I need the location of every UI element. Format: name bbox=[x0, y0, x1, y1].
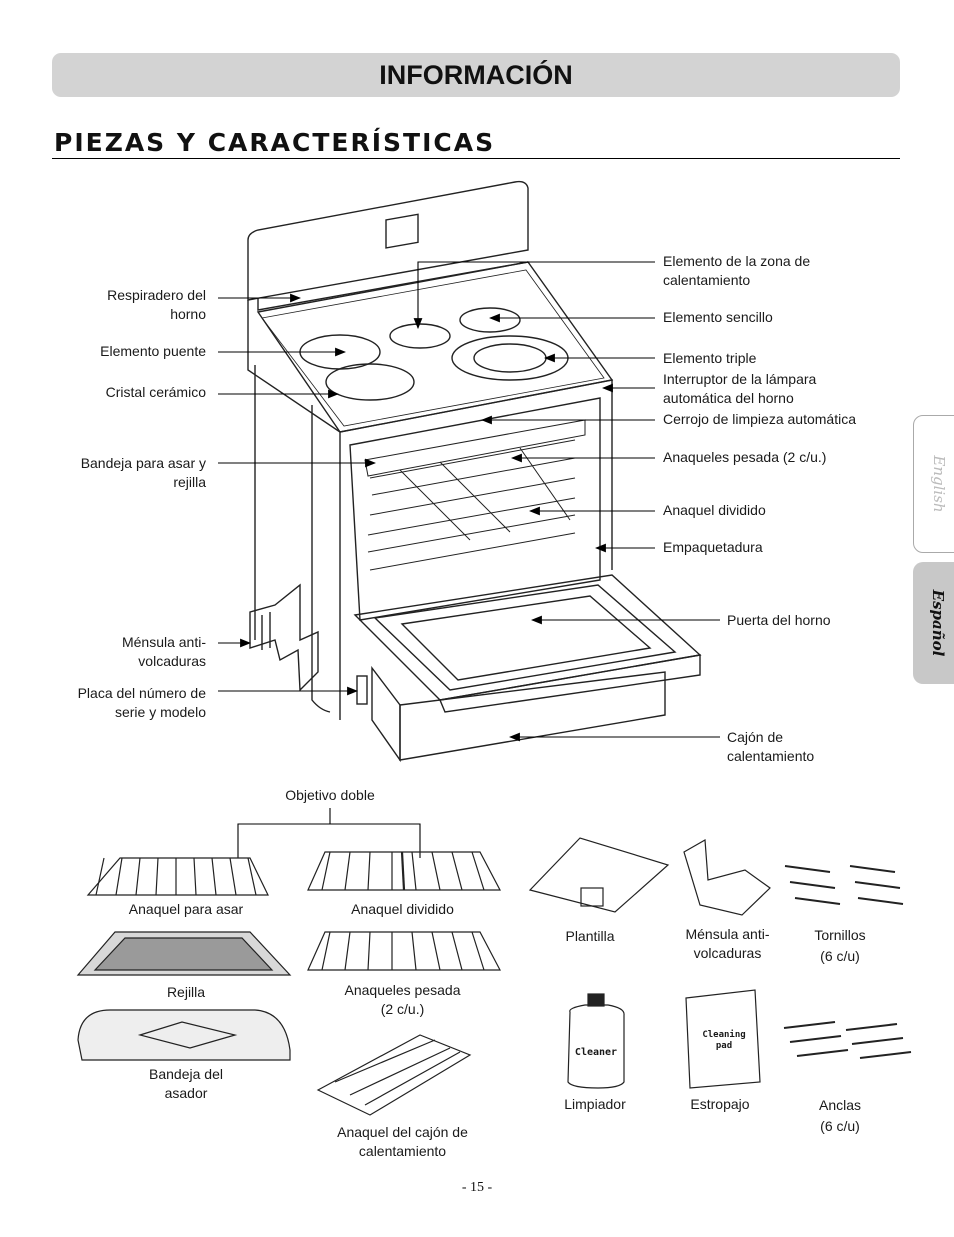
label-heavy-rack: Anaqueles pesada (2 c/u.) bbox=[344, 982, 461, 1017]
label-serial-plate: Placa del número de serie y modelo bbox=[77, 685, 206, 720]
label-pad: Estropajo bbox=[690, 1096, 750, 1112]
pad-text: Cleaning pad bbox=[702, 1030, 746, 1051]
label-antitip-bracket: Ménsula anti- volcaduras bbox=[121, 634, 206, 669]
label-vent: Respiradero del horno bbox=[107, 287, 206, 322]
header-banner: INFORMACIÓN bbox=[52, 53, 900, 97]
callout-lines bbox=[218, 261, 720, 858]
label-screws: Tornillos (6 c/u) bbox=[814, 927, 866, 964]
label-triple-element: Elemento triple bbox=[663, 350, 757, 366]
bottle-text: Cleaner bbox=[574, 1047, 618, 1058]
label-anchors: Anclas (6 c/u) bbox=[818, 1097, 862, 1134]
label-warming-drawer: Cajón de calentamiento bbox=[727, 729, 815, 764]
label-divided-rack: Anaquel dividido bbox=[351, 901, 454, 917]
label-dual-target: Objetivo doble bbox=[285, 787, 375, 803]
label-template: Plantilla bbox=[565, 928, 615, 944]
section-title: PIEZAS Y CARACTERÍSTICAS bbox=[54, 128, 496, 157]
label-drawer-rack: Anaquel del cajón de calentamiento bbox=[337, 1124, 468, 1159]
label-broiler-pan: Bandeja del asador bbox=[149, 1066, 223, 1101]
label-bracket: Ménsula anti- volcaduras bbox=[685, 926, 770, 961]
accessory-drawings bbox=[76, 837, 912, 1116]
label-bridge-element: Elemento puente bbox=[100, 343, 206, 359]
label-broil-pan: Bandeja para asar y rejilla bbox=[80, 455, 206, 490]
tab-espanol[interactable]: Español bbox=[913, 562, 954, 684]
label-split-rack: Anaquel dividido bbox=[663, 502, 766, 518]
range-outline bbox=[247, 180, 702, 763]
label-lamp-switch: Interruptor de la lámpara automática del… bbox=[663, 371, 817, 406]
tab-english[interactable]: English bbox=[913, 415, 954, 553]
page-number: - 15 - bbox=[461, 1180, 493, 1195]
section-rule bbox=[52, 158, 900, 159]
label-heavy-racks: Anaqueles pesada (2 c/u.) bbox=[663, 449, 827, 465]
label-gasket: Empaquetadura bbox=[663, 539, 763, 555]
label-broil-rack: Anaquel para asar bbox=[128, 901, 244, 917]
label-oven-door: Puerta del horno bbox=[727, 612, 831, 628]
label-self-clean-lock: Cerrojo de limpieza automática bbox=[663, 411, 856, 427]
label-ceramic-glass: Cristal cerámico bbox=[105, 384, 206, 400]
label-cleaner: Limpiador bbox=[564, 1096, 626, 1112]
label-single-element: Elemento sencillo bbox=[663, 309, 773, 325]
label-warming-zone: Elemento de la zona de calentamiento bbox=[663, 253, 811, 288]
label-grid: Rejilla bbox=[166, 984, 206, 1000]
page-title: INFORMACIÓN bbox=[379, 60, 573, 90]
